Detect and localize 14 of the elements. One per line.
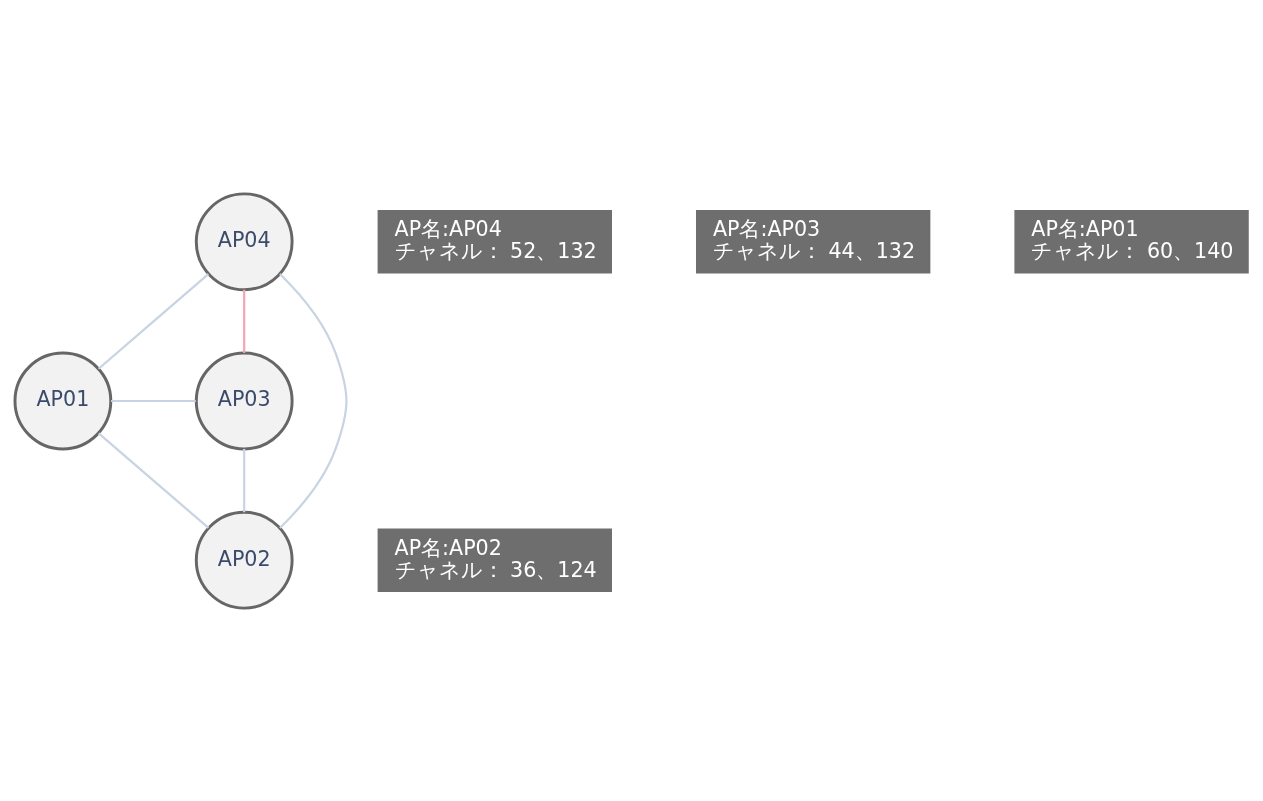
- connector: [279, 272, 348, 529]
- connector: [97, 272, 210, 370]
- node-box: AP名:AP01 チャネル： 60、140: [1014, 209, 1249, 273]
- node-circle: AP02: [194, 510, 294, 610]
- node-circle: AP01: [13, 351, 113, 450]
- node-box: AP名:AP03 チャネル： 44、132: [696, 209, 931, 273]
- node-box: AP名:AP02 チャネル： 36、124: [377, 528, 612, 592]
- node-box: AP名:AP04 チャネル： 52、132: [377, 209, 612, 273]
- connector: [243, 448, 246, 512]
- connector: [243, 289, 246, 353]
- connector: [111, 399, 196, 402]
- connector: [98, 432, 210, 529]
- node-circle: AP03: [194, 351, 294, 450]
- node-circle: AP04: [194, 191, 294, 291]
